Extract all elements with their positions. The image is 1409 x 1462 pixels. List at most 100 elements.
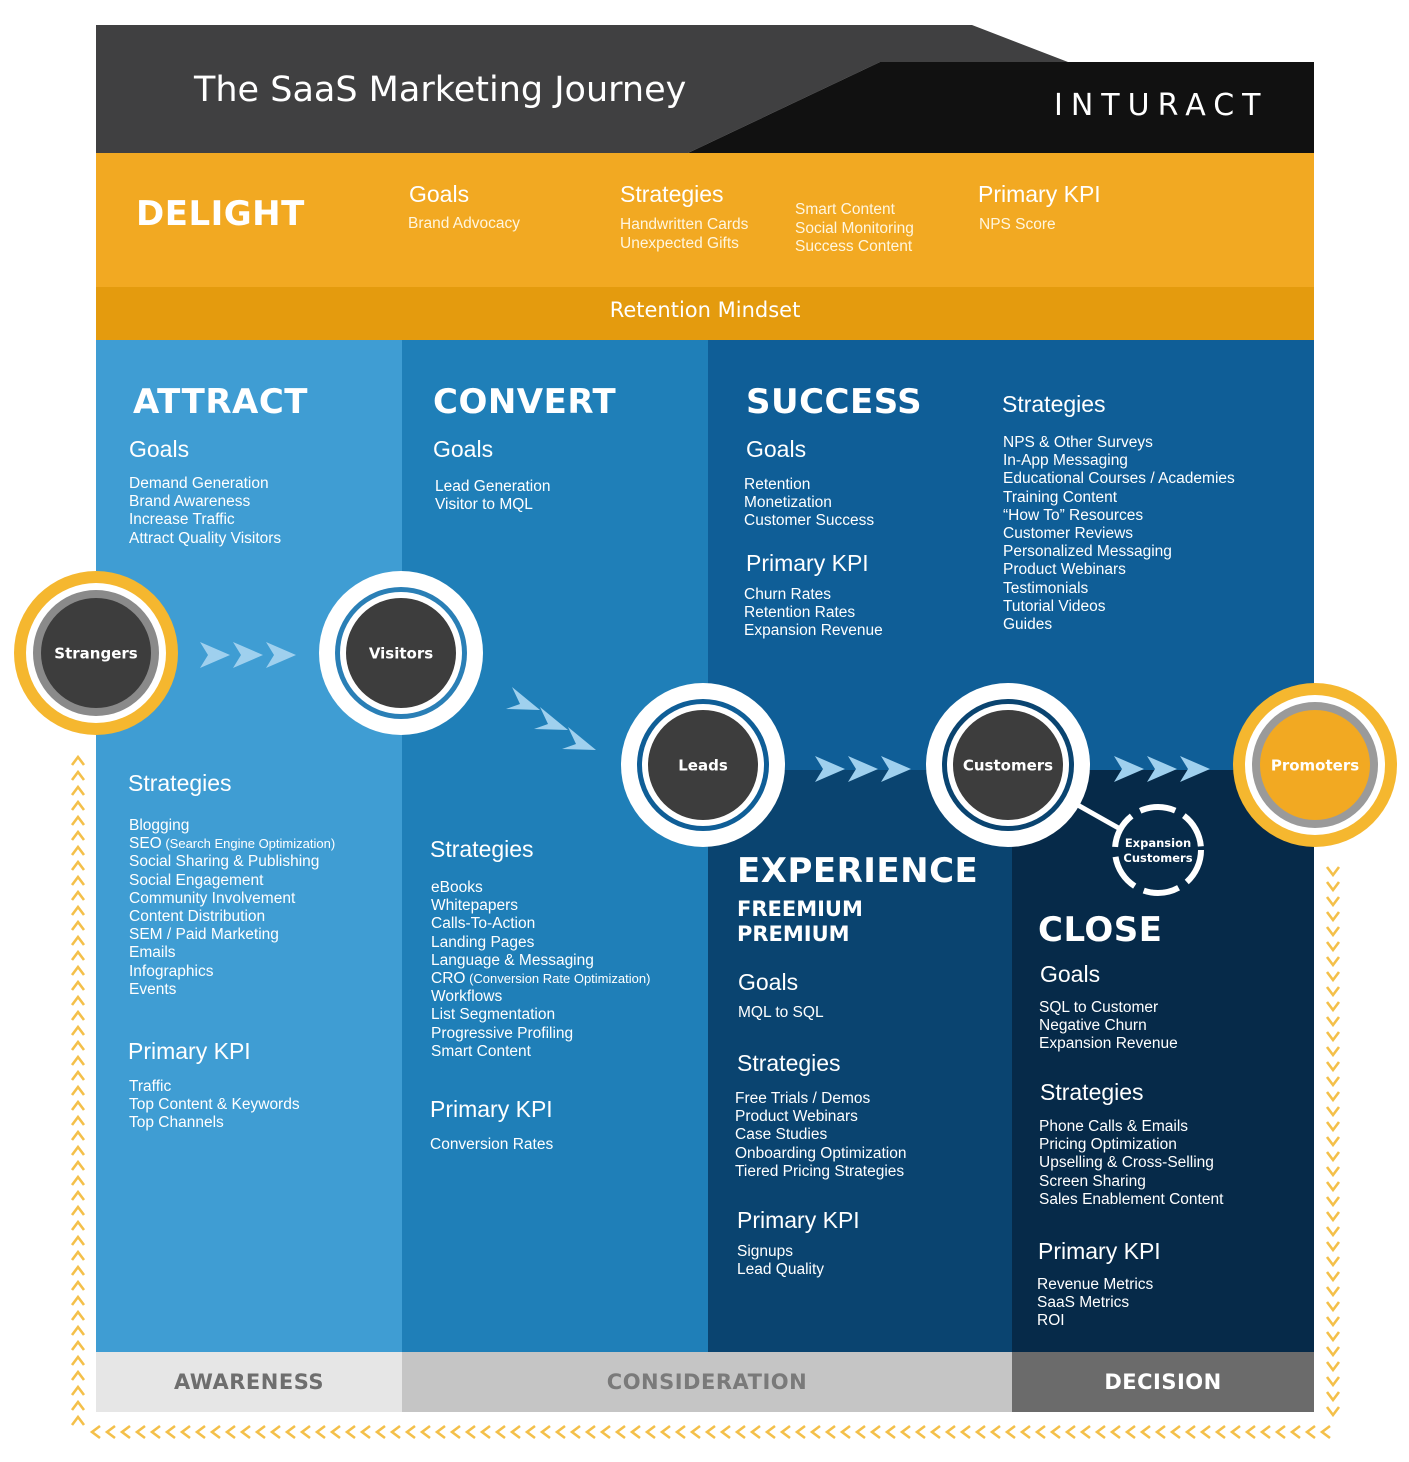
delight-goals-list: Brand Advocacy (408, 215, 520, 234)
list-item: Landing Pages (431, 933, 535, 951)
list-item: Lead Quality (737, 1261, 825, 1279)
list-item: Negative Churn (1039, 1017, 1147, 1035)
convert-kpi-heading: Primary KPI (430, 1096, 553, 1122)
stage-awareness: AWARENESS (173, 1370, 325, 1394)
list-item: Testimonials (1003, 579, 1089, 597)
experience-premium-label: PREMIUM (737, 922, 850, 946)
list-item: Visitor to MQL (435, 496, 533, 514)
brand-logo: INTURACT (1054, 88, 1269, 123)
list-item: Retention Rates (744, 604, 856, 622)
retention-mindset-label: Retention Mindset (609, 298, 801, 322)
delight-band (96, 153, 1314, 287)
list-item: Content Distribution (129, 908, 266, 926)
list-item: Demand Generation (129, 475, 269, 492)
list-item: Calls-To-Action (431, 915, 536, 933)
arrow-strangers-to-visitors-icon (200, 642, 296, 668)
list-item: Onboarding Optimization (735, 1144, 907, 1162)
retention-band (96, 287, 1314, 340)
success-goals-heading: Goals (746, 436, 807, 462)
list-item: Brand Awareness (129, 493, 251, 511)
visitors-node (319, 571, 483, 735)
list-item: Upselling & Cross-Selling (1039, 1154, 1214, 1172)
list-item: Workflows (431, 988, 503, 1006)
list-item: Retention (744, 476, 811, 493)
arrow-leads-to-customers-icon (815, 756, 911, 782)
success-title: SUCCESS (746, 382, 923, 422)
customers-node (926, 683, 1090, 847)
list-item: Progressive Profiling (431, 1024, 574, 1042)
experience-goals-list: MQL to SQL (738, 1004, 824, 1022)
delight-goals-heading: Goals (409, 181, 470, 207)
attract-goals-heading: Goals (129, 436, 190, 462)
strangers-label: Strangers (54, 645, 137, 663)
list-item: Signups (737, 1243, 794, 1260)
experience-strategies-heading: Strategies (737, 1050, 841, 1076)
list-item: Infographics (129, 962, 214, 980)
experience-title: EXPERIENCE (737, 851, 979, 891)
flow-arrows (200, 642, 1210, 782)
list-item: Smart Content (795, 201, 895, 218)
list-item: Churn Rates (744, 586, 832, 603)
promoters-label: Promoters (1271, 757, 1359, 775)
list-item: eBooks (431, 879, 483, 896)
list-item: SQL to Customer (1039, 999, 1159, 1016)
list-item: SEM / Paid Marketing (129, 926, 279, 944)
list-item: Top Content & Keywords (129, 1096, 300, 1114)
list-item: Brand Advocacy (408, 215, 521, 232)
delight-kpi-heading: Primary KPI (978, 181, 1101, 207)
list-item: Personalized Messaging (1003, 543, 1172, 561)
convert-kpi-list: Conversion Rates (430, 1136, 553, 1154)
list-item: MQL to SQL (738, 1004, 824, 1021)
list-item: Handwritten Cards (620, 216, 749, 233)
experience-freemium-label: FREEMIUM (737, 897, 863, 921)
delight-kpi-list: NPS Score (979, 216, 1056, 235)
stage-consideration: CONSIDERATION (606, 1370, 808, 1394)
list-item: ROI (1037, 1312, 1065, 1330)
list-item: “How To” Resources (1003, 506, 1144, 524)
attract-kpi-heading: Primary KPI (128, 1038, 251, 1064)
list-item: Events (129, 980, 177, 998)
list-item: Pricing Optimization (1039, 1136, 1177, 1154)
stage-decision: DECISION (1104, 1370, 1222, 1394)
close-strategies-heading: Strategies (1040, 1079, 1144, 1105)
list-item: Case Studies (735, 1126, 828, 1144)
list-item: Success Content (795, 238, 913, 255)
success-strategies-heading: Strategies (1002, 391, 1106, 417)
expansion-label-line2: Customers (1123, 851, 1192, 865)
awareness-band (96, 1352, 402, 1412)
header-dark-panel (96, 25, 1068, 153)
list-item: Traffic (129, 1078, 172, 1095)
list-item: Language & Messaging (431, 951, 594, 969)
list-item: Educational Courses / Academies (1003, 470, 1235, 488)
list-item: Tiered Pricing Strategies (735, 1162, 905, 1180)
attract-strategies-heading: Strategies (128, 770, 232, 796)
list-item: Training Content (1003, 488, 1118, 506)
strangers-node (14, 571, 178, 735)
list-item: Lead Generation (435, 478, 551, 495)
list-item: Phone Calls & Emails (1039, 1118, 1189, 1135)
list-item: Social Sharing & Publishing (129, 853, 320, 871)
list-item: Attract Quality Visitors (129, 529, 282, 547)
list-item: Emails (129, 944, 176, 962)
convert-strategies-heading: Strategies (430, 836, 534, 862)
promoters-node (1233, 683, 1397, 847)
page-title: The SaaS Marketing Journey (194, 70, 687, 110)
list-item: Sales Enablement Content (1039, 1190, 1224, 1208)
list-item: Guides (1003, 616, 1053, 634)
list-item: SaaS Metrics (1037, 1294, 1130, 1312)
arrow-visitors-to-leads-icon (506, 687, 596, 750)
list-item: NPS Score (979, 216, 1056, 233)
list-item: Unexpected Gifts (620, 234, 739, 252)
leads-node (621, 683, 785, 847)
convert-column (402, 340, 708, 1352)
